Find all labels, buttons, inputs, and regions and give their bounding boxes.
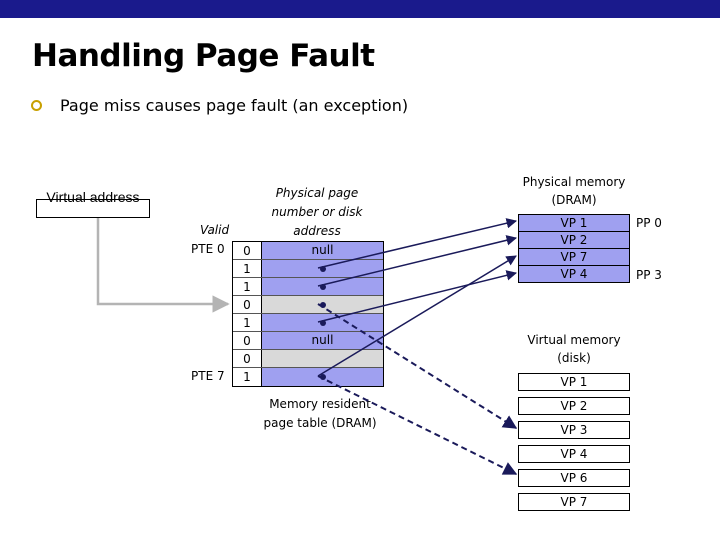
page-table-caption: Memory resident page table (DRAM) xyxy=(263,397,377,430)
physical-page: VP 4 xyxy=(518,266,630,283)
physical-page: VP 7 xyxy=(518,249,630,266)
valid-bit: 1 xyxy=(233,278,262,295)
pte-row-7: 1 xyxy=(233,368,383,386)
valid-bit: 1 xyxy=(233,368,262,386)
pte-row-1: 1 xyxy=(233,260,383,278)
disk-page: VP 2 xyxy=(518,397,630,415)
virtual-memory-title: Virtual memory (disk) xyxy=(527,333,621,365)
pp0-label: PP 0 xyxy=(636,216,662,230)
pte-address xyxy=(262,260,383,277)
pte0-label: PTE 0 xyxy=(191,242,225,256)
disk-page: VP 4 xyxy=(518,445,630,463)
valid-bit: 1 xyxy=(233,314,262,331)
pointer-dot-icon xyxy=(319,301,326,308)
physical-memory: VP 1 VP 2 VP 7 VP 4 xyxy=(518,214,630,283)
valid-bit: 0 xyxy=(233,296,262,313)
disk-page: VP 3 xyxy=(518,421,630,439)
valid-bit: 1 xyxy=(233,260,262,277)
pte4-to-vp4-arrow xyxy=(317,270,518,323)
physical-page: VP 1 xyxy=(518,214,630,232)
slide-title: Handling Page Fault xyxy=(32,38,375,74)
pte-row-2: 1 xyxy=(233,278,383,296)
pte-address: null xyxy=(262,332,383,349)
pte7-to-vp7-arrow xyxy=(317,255,517,377)
pointer-dot-icon xyxy=(319,265,326,272)
pte7-label: PTE 7 xyxy=(191,369,225,383)
physical-memory-title: Physical memory (DRAM) xyxy=(522,175,626,207)
disk-page: VP 1 xyxy=(518,373,630,391)
valid-bit: 0 xyxy=(233,332,262,349)
pte-address xyxy=(262,278,383,295)
valid-bit: 0 xyxy=(233,350,262,367)
valid-bit: 0 xyxy=(233,242,262,259)
disk-page: VP 6 xyxy=(518,469,630,487)
virtual-address-label: Virtual address xyxy=(46,189,140,205)
pointer-dot-icon xyxy=(319,319,326,326)
pte-row-5: 0 null xyxy=(233,332,383,350)
bullet-circle-icon xyxy=(31,100,42,111)
pte-address: null xyxy=(262,242,383,259)
disk-page: VP 7 xyxy=(518,493,630,511)
pte2-to-vp2-arrow xyxy=(317,235,518,287)
page-table: 0 null 1 1 0 1 0 null 0 1 xyxy=(232,241,384,387)
pte7-to-disk-vp6-arrow xyxy=(317,375,518,475)
pointer-dot-icon xyxy=(319,283,326,290)
top-banner xyxy=(0,0,720,18)
pte-address xyxy=(262,296,383,313)
bullet-text: Page miss causes page fault (an exceptio… xyxy=(60,96,409,115)
pte-row-3: 0 xyxy=(233,296,383,314)
virtual-memory-disk: VP 1 VP 2 VP 3 VP 4 VP 6 VP 7 xyxy=(518,373,630,517)
pointer-dot-icon xyxy=(319,374,326,380)
page-table-valid-header: Valid xyxy=(200,223,230,237)
pp3-label: PP 3 xyxy=(636,268,662,282)
pte-row-0: 0 null xyxy=(233,242,383,260)
pte3-to-disk-vp3-arrow xyxy=(317,303,518,429)
page-table-address-header: Physical page number or disk address xyxy=(271,186,363,238)
virtual-address-arrow xyxy=(96,218,230,313)
pte1-to-vp1-arrow xyxy=(317,218,518,269)
pte-address xyxy=(262,368,383,386)
physical-page: VP 2 xyxy=(518,232,630,249)
virtual-address-box xyxy=(36,199,150,218)
